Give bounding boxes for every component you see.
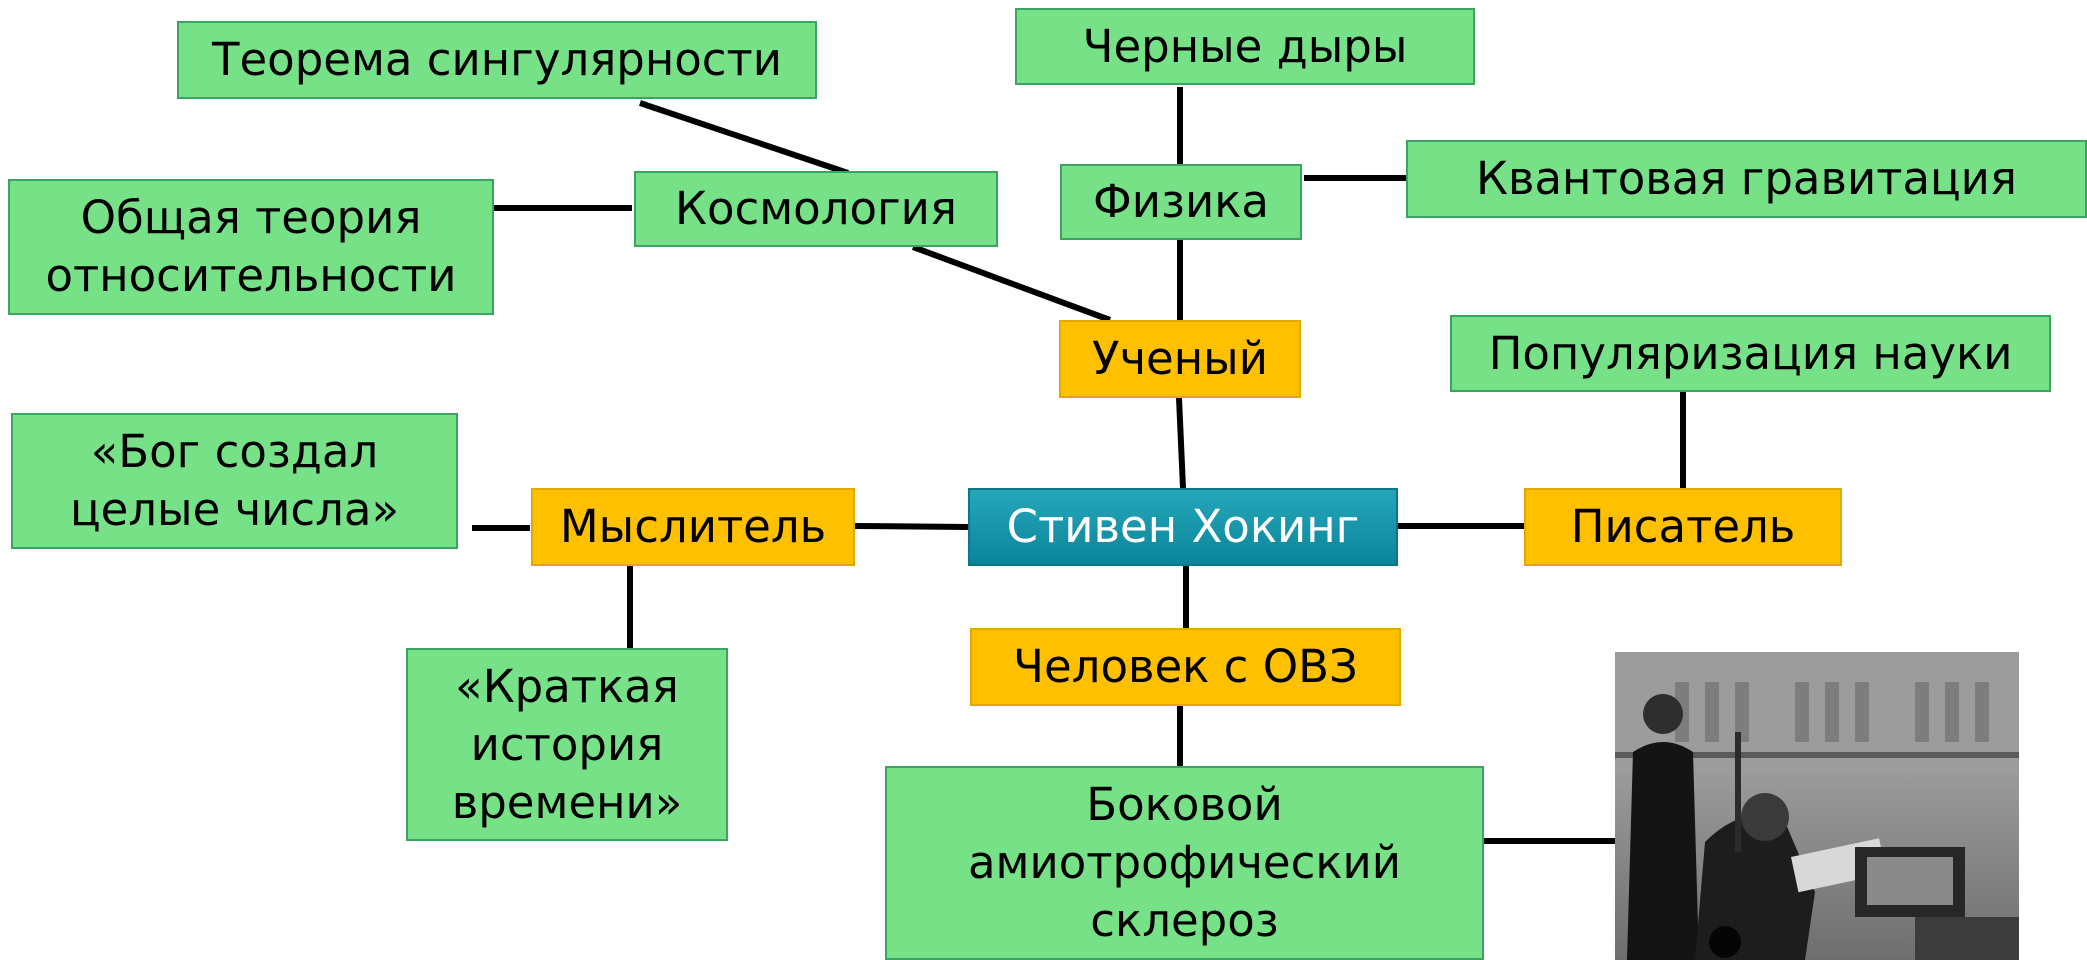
topic-general-relativity: Общая теория относительности <box>8 179 494 315</box>
topic-quantum-gravity: Квантовая гравитация <box>1406 140 2087 218</box>
branch-person-with-disabilities: Человек с ОВЗ <box>970 628 1401 706</box>
line-scientist-center <box>1176 397 1186 489</box>
center-node: Стивен Хокинг <box>968 488 1398 566</box>
branch-thinker: Мыслитель <box>531 488 855 566</box>
topic-als: Боковой амиотрофический склероз <box>885 766 1484 960</box>
line-singularity-cosmology <box>639 100 849 176</box>
topic-cosmology: Космология <box>634 171 998 247</box>
topic-brief-history-of-time: «Краткая история времени» <box>406 648 728 841</box>
topic-black-holes: Черные дыры <box>1015 8 1475 85</box>
line-cosmology-scientist <box>911 244 1112 323</box>
topic-physics: Физика <box>1060 164 1302 240</box>
topic-singularity-theorem: Теорема сингулярности <box>177 21 817 99</box>
branch-writer: Писатель <box>1524 488 1842 566</box>
hawking-photo <box>1615 652 2019 960</box>
line-thinker-center <box>854 523 969 530</box>
topic-popularization: Популяризация науки <box>1450 315 2051 392</box>
branch-scientist: Ученый <box>1059 320 1301 398</box>
topic-god-created-integers: «Бог создал целые числа» <box>11 413 458 549</box>
